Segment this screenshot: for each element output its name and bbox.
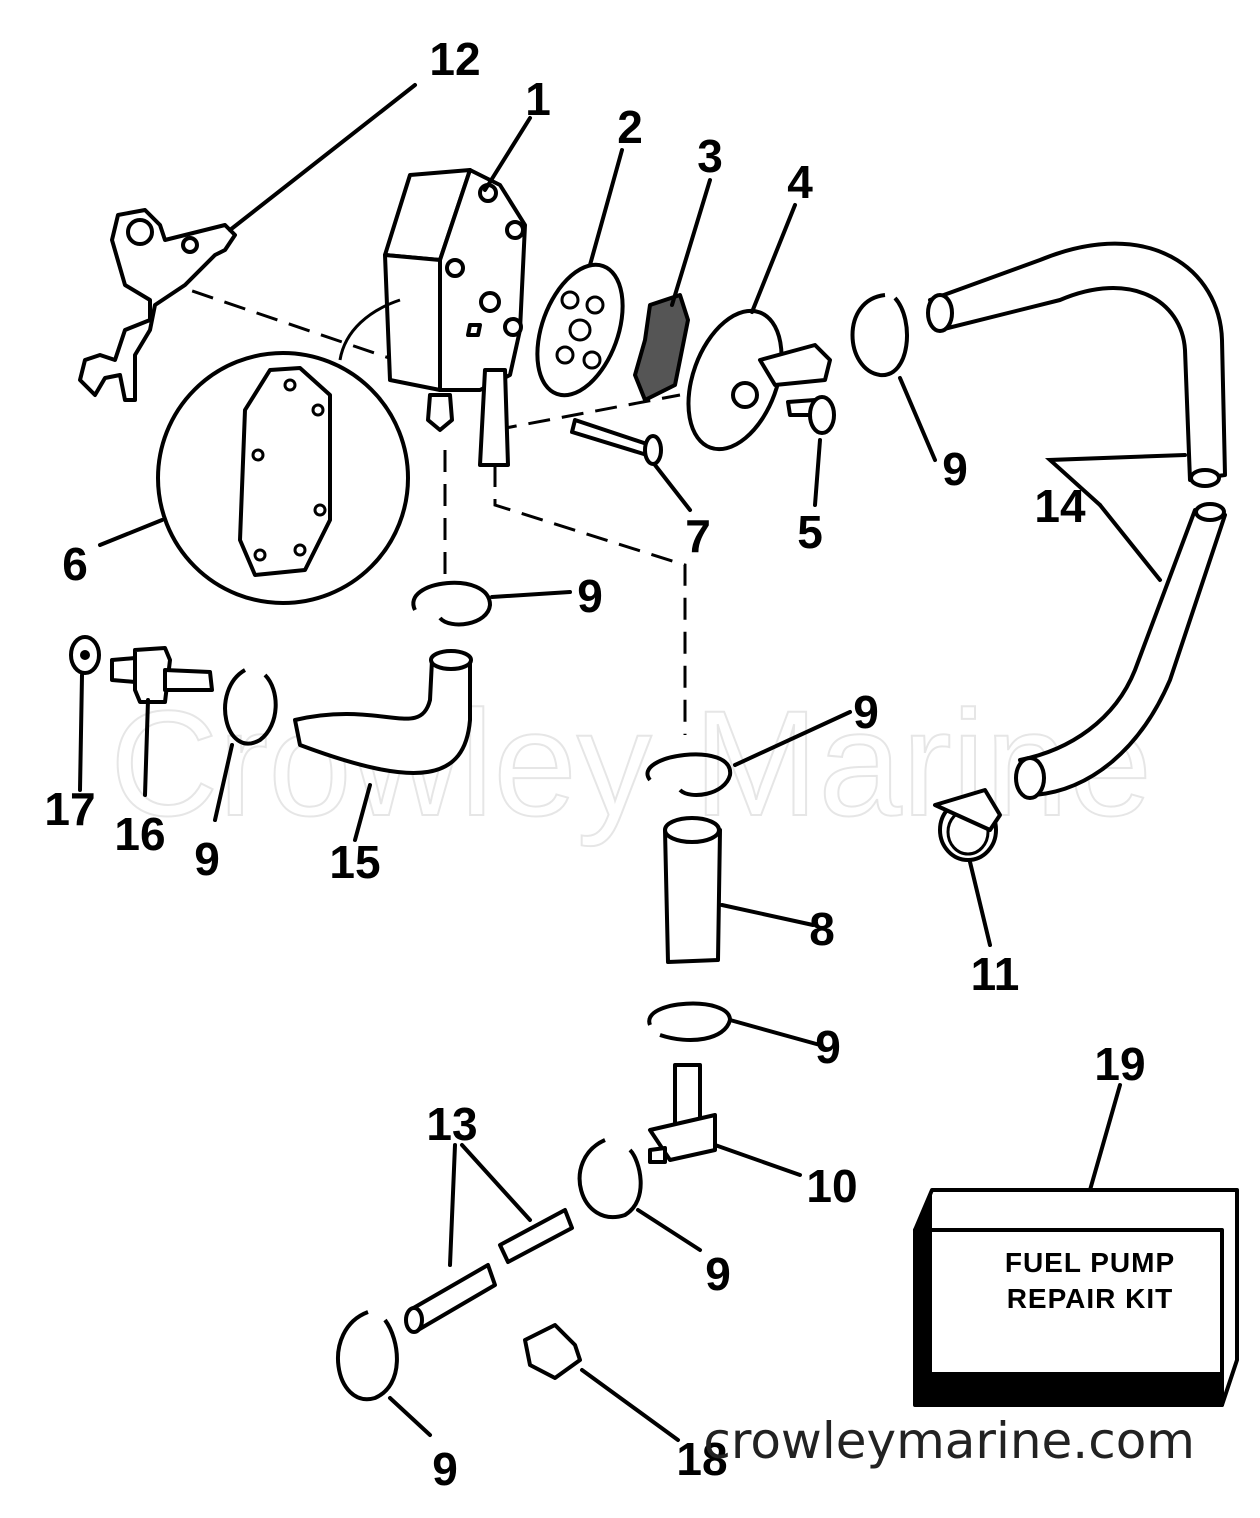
callout-9-bottom-middle: 9 bbox=[705, 1248, 731, 1300]
cover-part-4 bbox=[686, 308, 832, 452]
gasket-part-6 bbox=[156, 351, 410, 605]
callout-3: 3 bbox=[697, 130, 723, 182]
callout-15: 15 bbox=[329, 836, 380, 888]
callout-9-middle: 9 bbox=[853, 686, 879, 738]
elbow-fitting-part-10 bbox=[648, 1063, 717, 1164]
bracket-part-12 bbox=[78, 208, 237, 402]
clip-part-18 bbox=[523, 1323, 582, 1380]
callout-8: 8 bbox=[809, 903, 835, 955]
callout-5: 5 bbox=[797, 506, 823, 558]
callout-9-lower: 9 bbox=[815, 1021, 841, 1073]
callout-18: 18 bbox=[676, 1433, 727, 1485]
clamp-part-11 bbox=[933, 788, 1002, 862]
callout-2: 2 bbox=[617, 101, 643, 153]
hose-part-8 bbox=[663, 816, 722, 964]
callout-17: 17 bbox=[44, 783, 95, 835]
retaining-rings-part-9 bbox=[223, 293, 909, 1402]
callout-13: 13 bbox=[426, 1098, 477, 1150]
callout-16: 16 bbox=[114, 808, 165, 860]
fuel-pump-part-1 bbox=[338, 168, 527, 467]
assembly-lines bbox=[159, 278, 687, 735]
kit-label-line-2: REPAIR KIT bbox=[1007, 1283, 1174, 1314]
callout-14: 14 bbox=[1034, 480, 1086, 532]
callout-11: 11 bbox=[971, 948, 1020, 1000]
callout-1: 1 bbox=[525, 73, 551, 125]
screw-part-5 bbox=[786, 395, 836, 435]
kit-label-line-1: FUEL PUMP bbox=[1005, 1247, 1175, 1278]
screen-part-3 bbox=[633, 293, 690, 402]
callout-10: 10 bbox=[806, 1160, 857, 1212]
hose-pieces-part-13 bbox=[404, 1208, 574, 1334]
callout-12: 12 bbox=[429, 33, 480, 85]
fitting-part-16 bbox=[110, 646, 214, 704]
callout-9-upper: 9 bbox=[577, 570, 603, 622]
callout-19: 19 bbox=[1094, 1038, 1145, 1090]
callout-9-left: 9 bbox=[194, 833, 220, 885]
callout-9-right: 9 bbox=[942, 443, 968, 495]
bolt-part-7 bbox=[570, 418, 663, 466]
callout-6: 6 bbox=[62, 538, 88, 590]
callout-numbers: 12 1 2 3 4 9 14 5 7 6 9 9 17 16 9 15 8 1… bbox=[44, 33, 1145, 1495]
valve-plate-part-2 bbox=[535, 262, 625, 398]
repair-kit-box-part-19: FUEL PUMP REPAIR KIT bbox=[913, 1188, 1239, 1407]
elbow-hose-part-15 bbox=[293, 649, 473, 775]
callout-4: 4 bbox=[787, 156, 813, 208]
callout-7: 7 bbox=[685, 510, 711, 562]
leader-lines bbox=[78, 83, 1187, 1442]
washer-part-17 bbox=[69, 635, 101, 675]
website-text: crowleymarine.com bbox=[703, 1412, 1195, 1470]
hose-part-14 bbox=[926, 241, 1227, 800]
callout-9-bottom-left: 9 bbox=[432, 1443, 458, 1495]
